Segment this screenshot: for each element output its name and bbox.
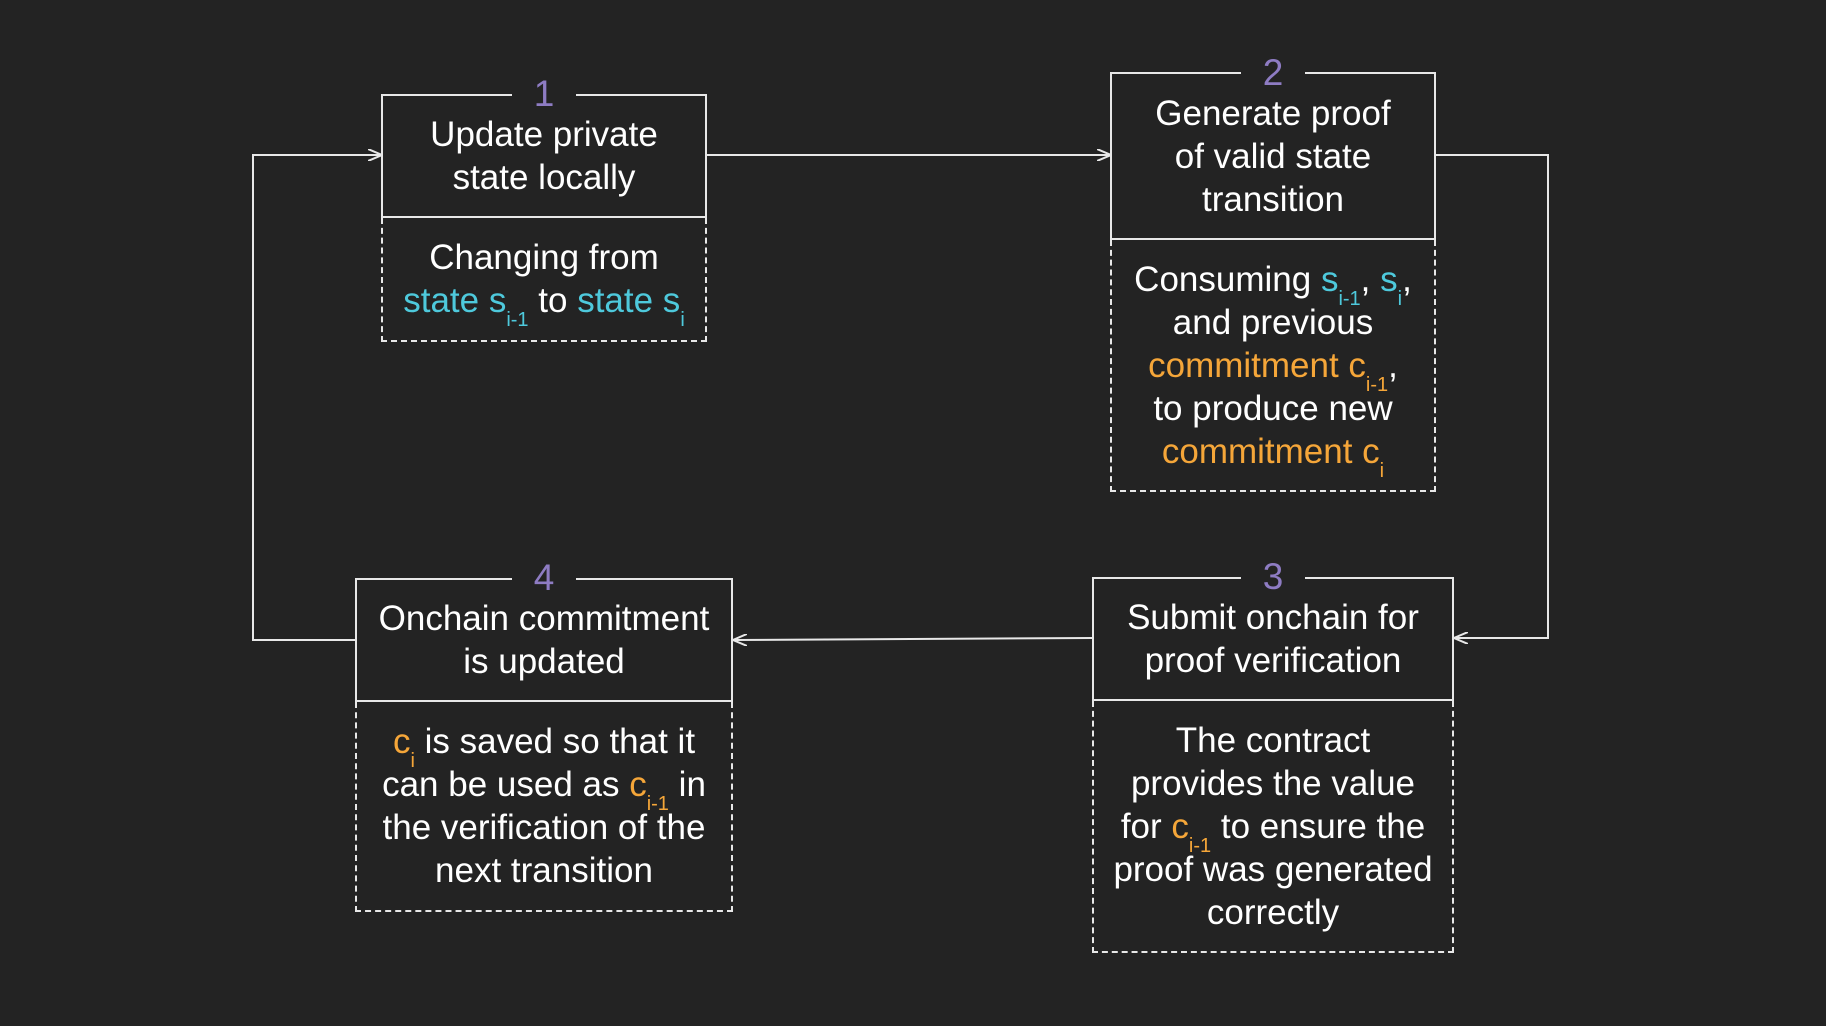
step4-detail-line: next transition — [435, 851, 653, 890]
step2-detail-line: commitment ci-1, — [1148, 345, 1398, 396]
state-prev-label: state si-1 — [403, 281, 529, 331]
step3-detail-line: proof was generated — [1113, 849, 1433, 889]
step4-detail-line: can be used as ci-1 in — [382, 765, 706, 815]
commitment-new-label: ci — [392, 722, 415, 772]
step2-title-line: Generate proof — [1155, 93, 1391, 133]
step3-detail-line: correctly — [1206, 892, 1340, 932]
state-current-label: si — [1380, 259, 1403, 310]
step1-detail-line: state si-1 to state si — [403, 281, 685, 331]
step4-title-line: is updated — [463, 642, 625, 681]
state-prev-label: si-1 — [1320, 259, 1361, 310]
arrow-step4-to-step1 — [252, 155, 381, 641]
step1-detail-line: Changing from — [429, 238, 659, 277]
step3-number: 3 — [1241, 557, 1305, 597]
step3-detail-line: for ci-1 to ensure the — [1120, 806, 1426, 857]
step3-detail-box: The contract provides the value for ci-1… — [1092, 701, 1454, 953]
step2-detail-line: and previous — [1172, 302, 1374, 342]
step2-number: 2 — [1241, 53, 1305, 93]
commitment-prev-label: commitment ci-1 — [1148, 345, 1389, 396]
step1-title-line: Update private — [430, 115, 658, 154]
step4-title-line: Onchain commitment — [378, 599, 710, 638]
step4-detail-line: ci is saved so that it — [392, 722, 696, 772]
arrow-step2-to-step3 — [1436, 154, 1549, 638]
step2-title-box: Generate proof of valid state transition — [1110, 72, 1436, 240]
step2-detail-line: Consuming si-1, si, — [1134, 259, 1412, 310]
step2-detail-line: commitment ci — [1161, 430, 1385, 482]
step1-number: 1 — [512, 74, 576, 114]
step4-number: 4 — [512, 558, 576, 598]
step2-detail-box: Consuming si-1, si, and previous commitm… — [1110, 240, 1436, 492]
step3-detail-line: The contract — [1175, 720, 1371, 760]
step3-title-line: proof verification — [1144, 641, 1402, 680]
step1-title-line: state locally — [452, 158, 636, 197]
step3-title-line: Submit onchain for — [1127, 598, 1419, 637]
step2-title-line: of valid state — [1174, 136, 1372, 176]
step3-title-box: Submit onchain for proof verification — [1092, 577, 1454, 701]
step4-title-box: Onchain commitment is updated — [355, 578, 733, 702]
commitment-prev-label: ci-1 — [1171, 806, 1212, 857]
state-current-label: state si — [577, 281, 685, 331]
step4-detail-line: the verification of the — [382, 808, 706, 847]
step3-detail-line: provides the value — [1130, 763, 1416, 803]
step4-detail-box: ci is saved so that it can be used as ci… — [355, 702, 733, 912]
commitment-new-label: commitment ci — [1161, 431, 1385, 482]
step1-detail-box: Changing from state si-1 to state si — [381, 218, 707, 342]
step2-detail-line: to produce new — [1153, 388, 1393, 428]
step1-title-box: Update private state locally — [381, 94, 707, 218]
step2-title-line: transition — [1201, 179, 1345, 219]
arrow-step3-to-step4 — [734, 638, 1093, 640]
commitment-prev-label: ci-1 — [629, 765, 669, 815]
